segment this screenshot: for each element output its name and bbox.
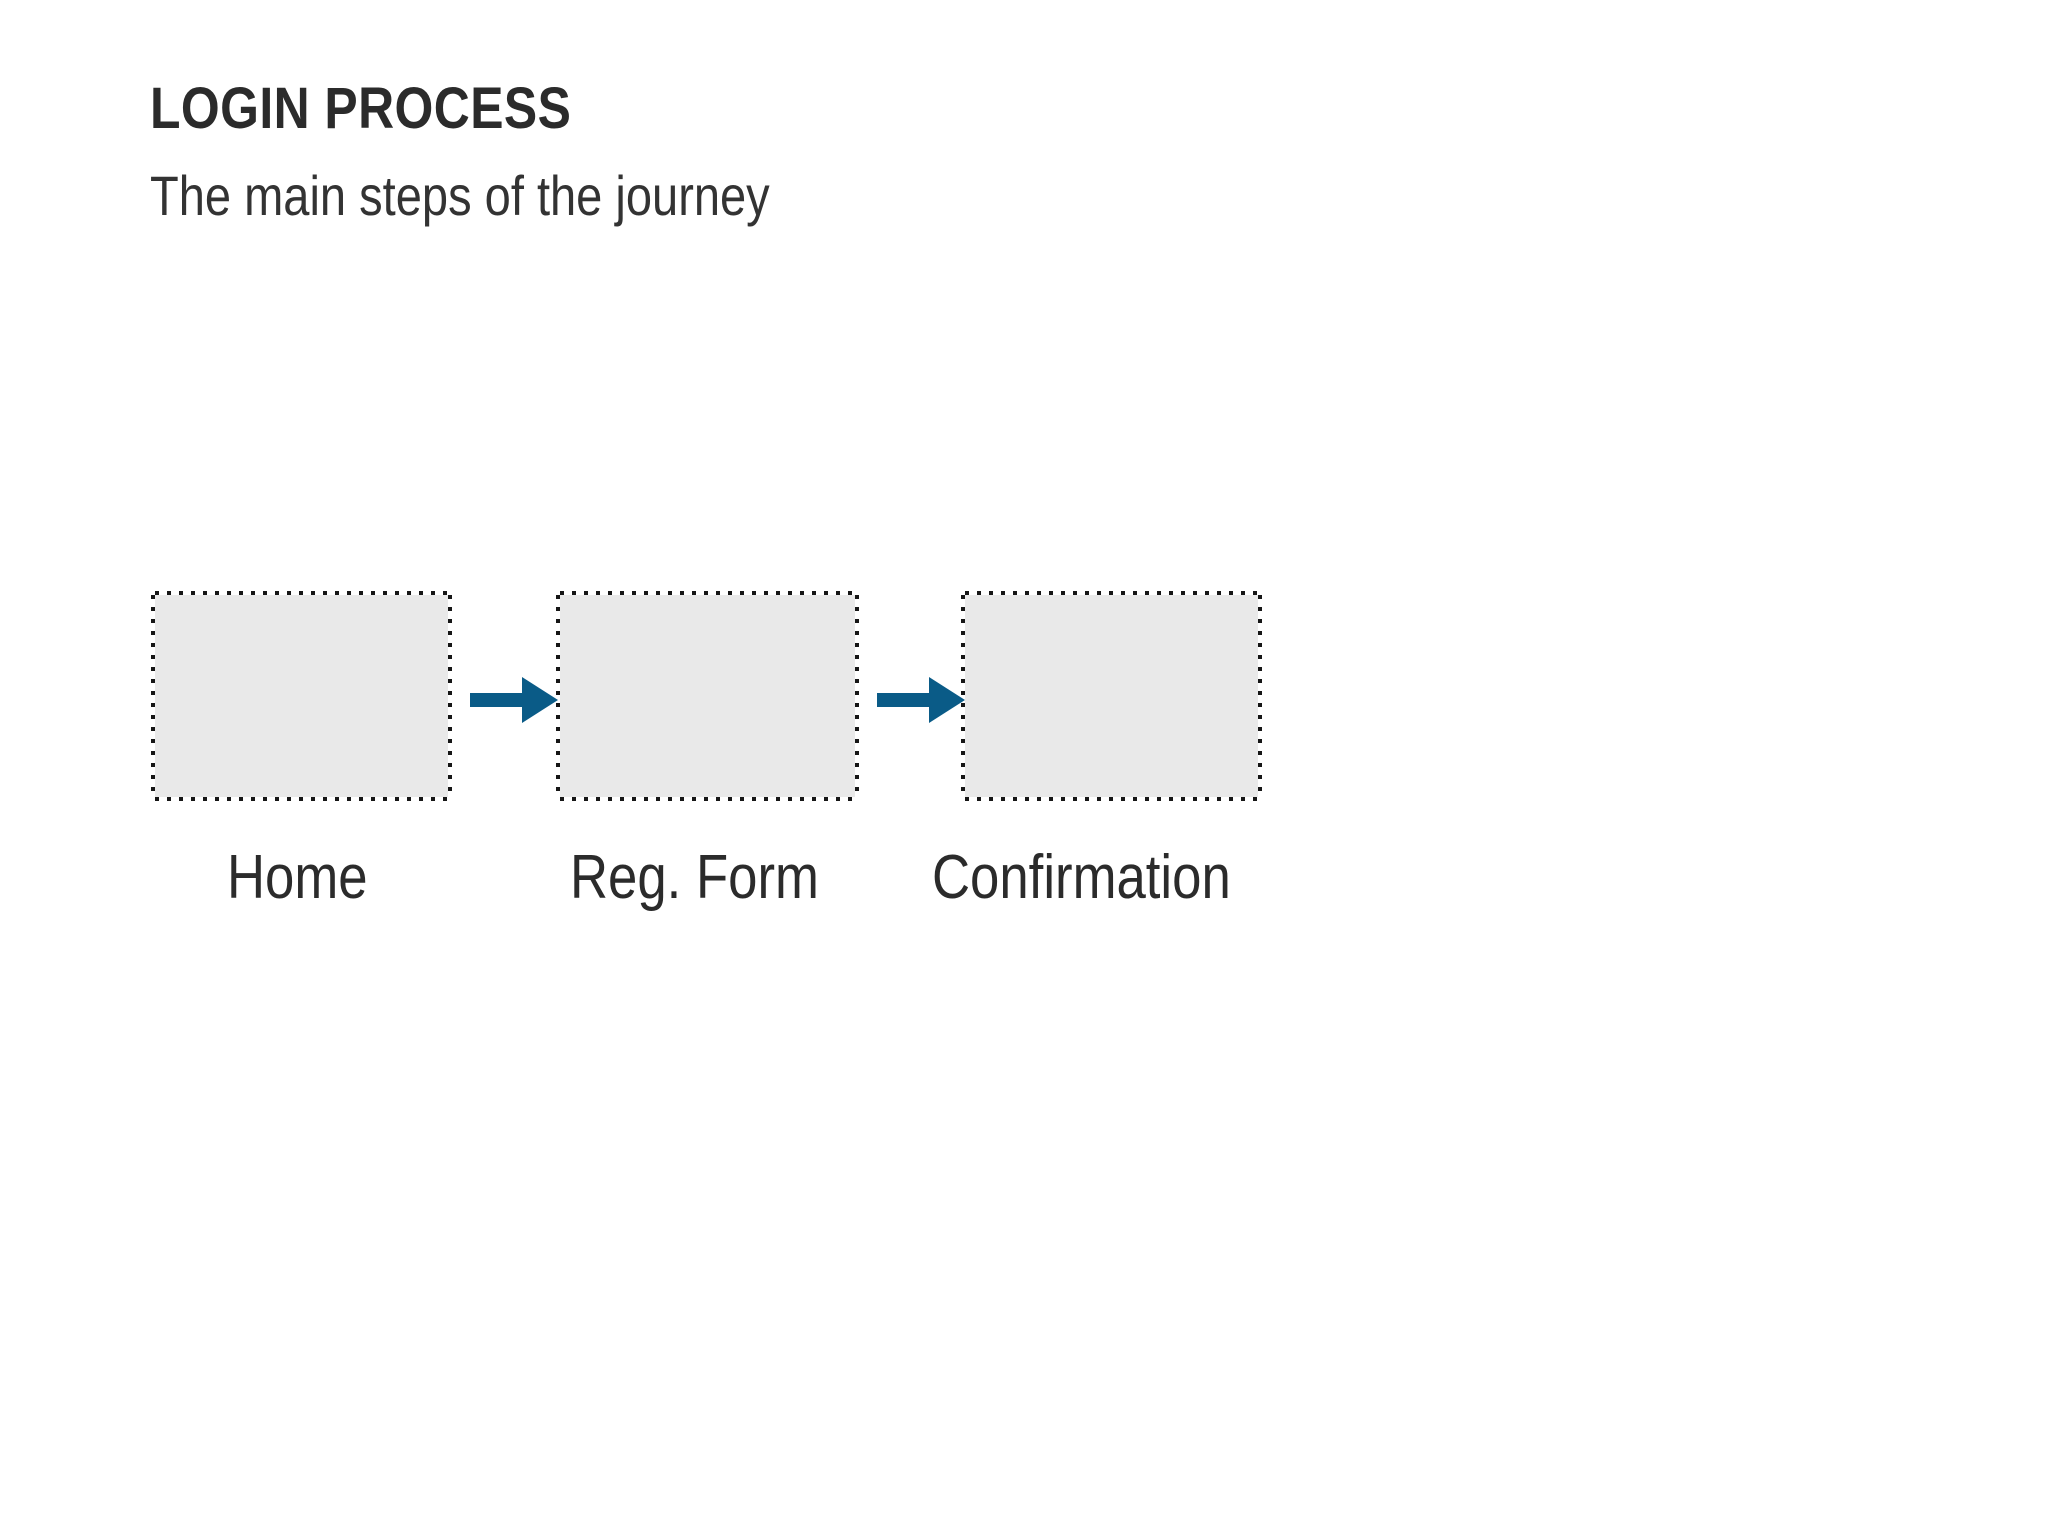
header: LOGIN PROCESS The main steps of the jour… [150,80,1650,224]
step-placeholder-box-confirmation[interactable] [961,591,1262,801]
page-title: LOGIN PROCESS [150,76,572,141]
dotted-edge-right [448,595,452,797]
step-placeholder-box-home[interactable] [151,591,452,801]
dotted-edge-right [1258,595,1262,797]
dotted-edge-right [855,595,859,797]
dotted-edge-bottom [965,797,1258,801]
step-label-home: Home [227,843,368,912]
step-label-reg-form: Reg. Form [570,843,819,912]
step-placeholder-box-reg-form[interactable] [556,591,859,801]
dotted-edge-top [560,591,855,595]
dotted-edge-bottom [560,797,855,801]
dotted-edge-top [965,591,1258,595]
dotted-edge-left [151,595,155,797]
dotted-edge-top [155,591,448,595]
step-label-confirmation: Confirmation [932,843,1231,912]
flow-arrow-icon-1 [470,673,558,727]
flow-arrow-icon-2 [877,673,965,727]
dotted-edge-bottom [155,797,448,801]
page-subtitle: The main steps of the journey [150,164,770,227]
